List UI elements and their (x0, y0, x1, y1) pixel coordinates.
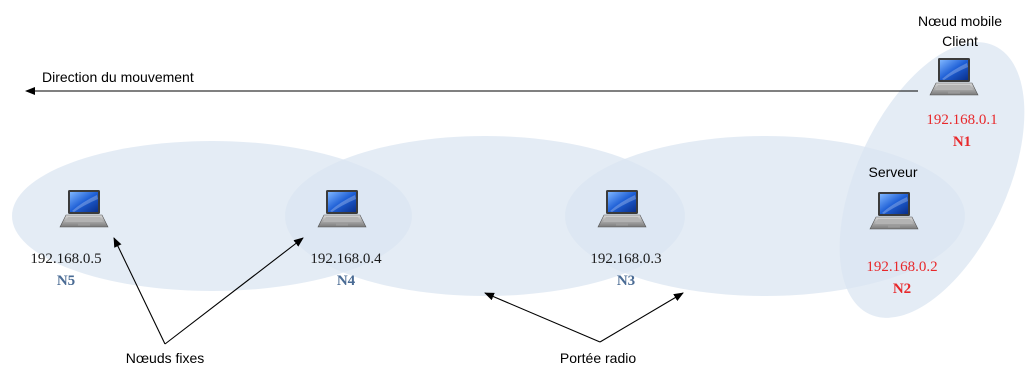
server-node-id: N2 (893, 281, 911, 297)
fixed-node-id: N3 (617, 273, 635, 289)
mobile-node-id: N1 (953, 134, 971, 150)
fixed-node-id: N5 (57, 273, 75, 289)
fixed-nodes-label: Nœuds fixes (126, 350, 205, 366)
mobile-node-subtitle: Client (942, 33, 978, 49)
fixed-node-ip: 192.168.0.4 (310, 251, 382, 267)
mobile-node-ip: 192.168.0.1 (926, 112, 997, 128)
fixed-nodes-arrow (164, 237, 304, 345)
fixed-node-ip: 192.168.0.5 (30, 251, 101, 267)
fixed-node-id: N4 (337, 273, 356, 289)
direction-label: Direction du mouvement (42, 69, 194, 85)
server-node-title: Serveur (868, 164, 917, 180)
mobile-node-title: Nœud mobile (918, 13, 1002, 29)
radio-range-label: Portée radio (560, 350, 636, 366)
radio-range-arrow (484, 292, 601, 343)
fixed-nodes-arrow (113, 237, 166, 345)
radio-range-mobile (839, 42, 1025, 318)
radio-range-arrow (599, 292, 684, 343)
server-node-ip: 192.168.0.2 (866, 259, 937, 275)
fixed-node-ip: 192.168.0.3 (590, 251, 661, 267)
radio-range-n4 (285, 136, 685, 296)
